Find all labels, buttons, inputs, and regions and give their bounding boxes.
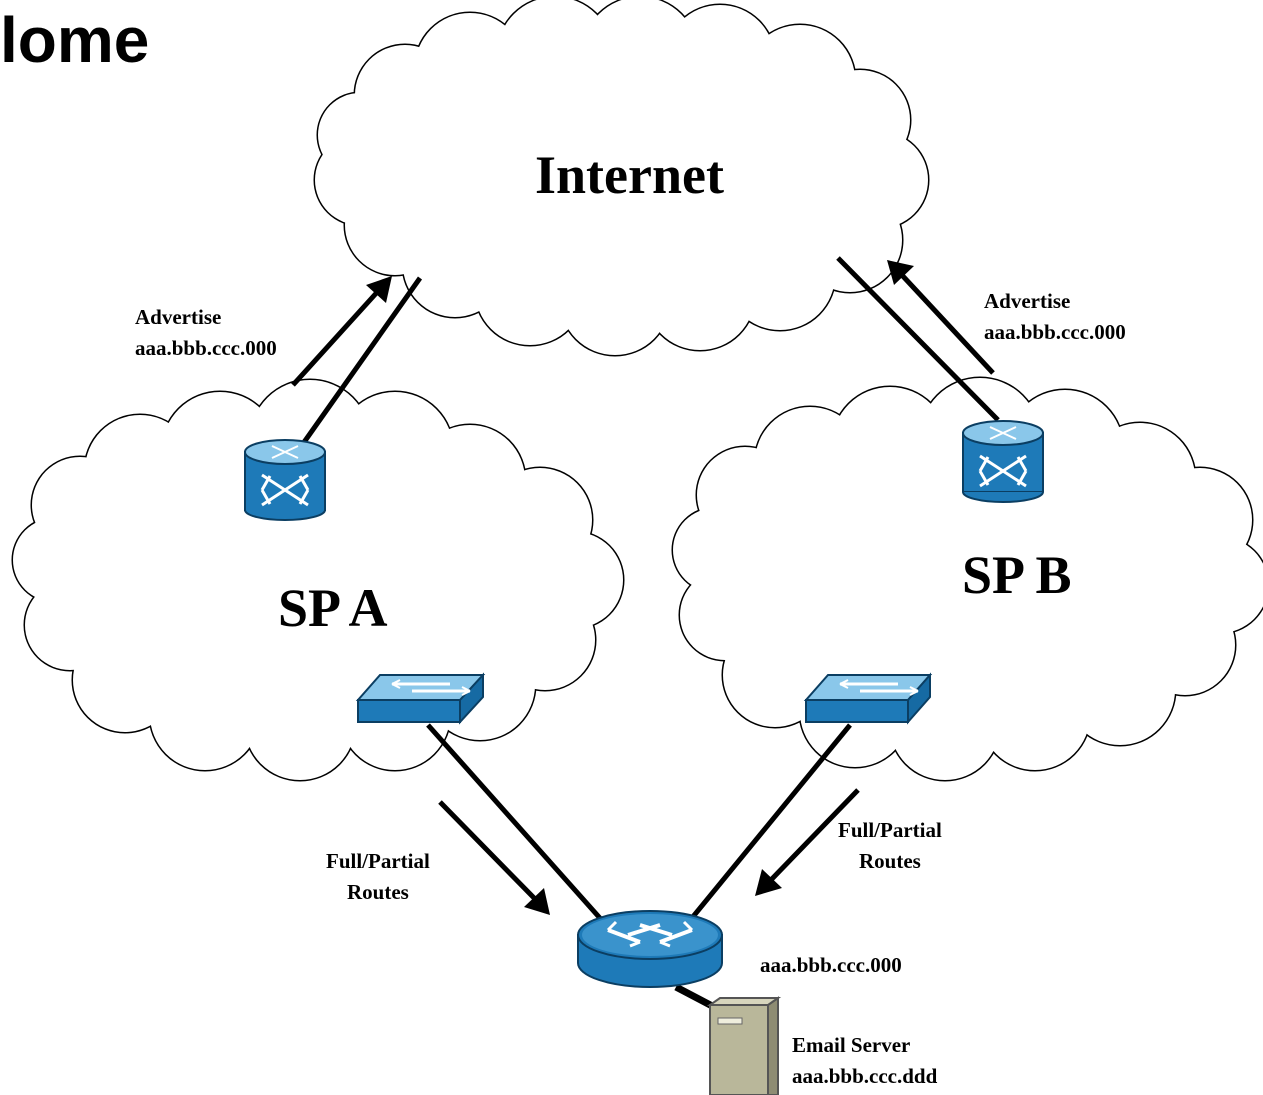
advertise-right-label: Advertise aaa.bbb.ccc.000	[984, 286, 1126, 348]
link-spb-router	[676, 723, 852, 937]
sp-a-label: SP A	[278, 578, 388, 638]
routes-left-line2: Routes	[346, 880, 409, 904]
routes-right-line2: Routes	[858, 849, 921, 873]
sp-a-switch-icon	[355, 672, 486, 725]
sp-a-router-icon	[244, 439, 326, 521]
advertise-left-line2: aaa.bbb.ccc.000	[135, 336, 277, 360]
email-server-line2: aaa.bbb.ccc.ddd	[792, 1064, 938, 1088]
email-server-icon	[706, 996, 782, 1095]
link-spb-internet	[836, 256, 1000, 422]
routes-left-label: Full/Partial Routes	[326, 846, 430, 908]
advertise-left-line1: Advertise	[135, 305, 222, 329]
arrow-advertise-right	[887, 260, 995, 375]
advertise-right-line1: Advertise	[984, 289, 1071, 313]
internet-label: Internet	[535, 145, 724, 205]
arrow-routes-right	[755, 788, 860, 896]
routes-right-line1: Full/Partial	[838, 818, 942, 842]
link-spa-internet	[292, 276, 423, 457]
advertise-left-label: Advertise aaa.bbb.ccc.000	[135, 302, 277, 364]
email-server-line1: Email Server	[792, 1033, 911, 1057]
sp-b-router-icon	[962, 420, 1044, 503]
page-title: lome	[0, 4, 150, 76]
email-server-label: Email Server aaa.bbb.ccc.ddd	[792, 1030, 937, 1092]
sp-b-label: SP B	[962, 545, 1072, 605]
advertise-right-line2: aaa.bbb.ccc.000	[984, 320, 1126, 344]
link-spa-router	[426, 723, 617, 937]
routes-left-line1: Full/Partial	[326, 849, 430, 873]
arrow-advertise-left	[291, 276, 392, 387]
router-prefix-label: aaa.bbb.ccc.000	[760, 953, 902, 977]
sp-b-switch-icon	[803, 672, 933, 725]
arrow-routes-left	[438, 800, 550, 915]
customer-router-icon	[577, 910, 723, 988]
routes-right-label: Full/Partial Routes	[838, 815, 942, 877]
